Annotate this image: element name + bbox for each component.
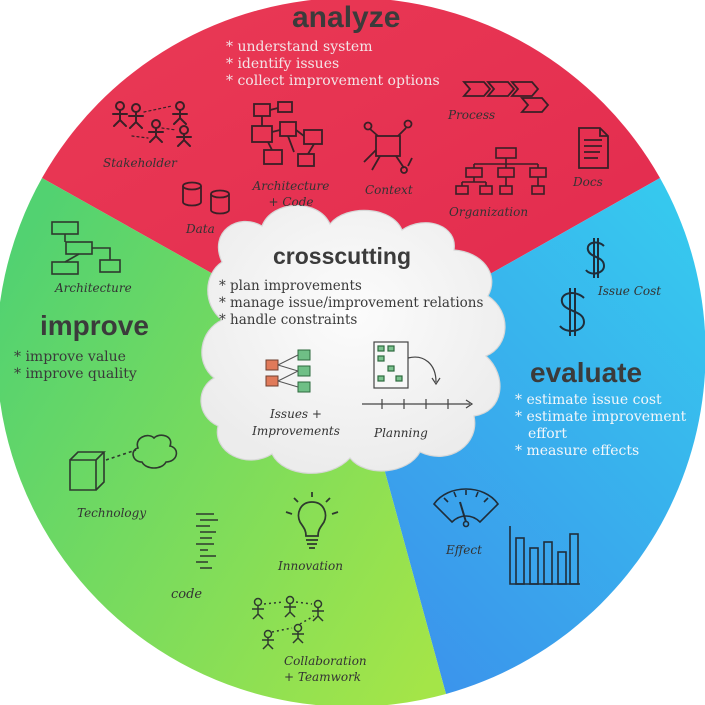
crosscutting-bullet-3: * handle constraints bbox=[219, 312, 358, 328]
architecture-label: Architecture bbox=[55, 281, 132, 295]
improve-title: improve bbox=[40, 310, 149, 341]
analyze-bullets: * understand system * identify issues * … bbox=[226, 39, 440, 90]
process-icon bbox=[462, 78, 562, 118]
process-label: Process bbox=[448, 108, 496, 122]
crosscutting-bullet-1: * plan improvements bbox=[219, 278, 362, 294]
technology-icon bbox=[66, 432, 186, 502]
gauge-icon bbox=[430, 482, 502, 538]
docs-label: Docs bbox=[573, 175, 603, 189]
analyze-title: analyze bbox=[292, 1, 401, 34]
crosscutting-bullets: * plan improvements * manage issue/impro… bbox=[219, 278, 483, 329]
collaboration-icon bbox=[250, 592, 330, 654]
issues-improvements-label-line-1: Issues + bbox=[270, 407, 322, 421]
effect-label: Effect bbox=[446, 543, 482, 557]
crosscutting-title: crosscutting bbox=[273, 243, 412, 269]
evaluate-bullet-2: * estimate improvement bbox=[515, 409, 687, 425]
crosscutting-bullet-2: * manage issue/improvement relations bbox=[219, 295, 484, 311]
collaboration-label: Collaboration + Teamwork bbox=[284, 653, 367, 685]
dollar-icon-large bbox=[558, 286, 588, 338]
data-label: Data bbox=[186, 222, 215, 236]
analyze-segment bbox=[42, 0, 660, 352]
issues-improvements-label-line-2: Improvements bbox=[252, 424, 340, 438]
stakeholder-icon bbox=[112, 100, 202, 150]
organization-icon bbox=[455, 147, 556, 204]
collaboration-label-line-1: Collaboration bbox=[284, 654, 367, 668]
stakeholder-label: Stakeholder bbox=[103, 156, 177, 170]
code-icon bbox=[194, 512, 224, 576]
dollar-icon-small bbox=[584, 236, 608, 280]
code-label: code bbox=[171, 587, 203, 602]
evaluate-bullet-3: effort bbox=[528, 426, 567, 442]
evaluate-bullets: * estimate issue cost * estimate improve… bbox=[515, 392, 686, 460]
analyze-bullet-1: * understand system bbox=[226, 39, 373, 55]
evaluate-bullet-4: * measure effects bbox=[515, 443, 640, 459]
architecture-code-label-line-2: + Code bbox=[268, 195, 314, 209]
docs-icon bbox=[576, 126, 612, 172]
improve-bullet-2: * improve quality bbox=[14, 366, 137, 382]
planning-icon bbox=[360, 340, 476, 416]
analyze-bullet-3: * collect improvement options bbox=[226, 73, 440, 89]
issue-cost-label: Issue Cost bbox=[598, 284, 662, 298]
innovation-label: Innovation bbox=[278, 559, 343, 573]
context-icon bbox=[360, 118, 416, 176]
planning-label: Planning bbox=[374, 426, 428, 440]
technology-label: Technology bbox=[77, 506, 147, 520]
evaluate-title: evaluate bbox=[530, 357, 643, 388]
context-label: Context bbox=[365, 183, 413, 197]
issues-improvements-icon bbox=[264, 348, 320, 396]
architecture-code-label-line-1: Architecture bbox=[252, 179, 330, 193]
issues-improvements-label: Issues + Improvements bbox=[243, 406, 349, 440]
architecture-code-icon bbox=[248, 100, 328, 170]
architecture-code-label: Architecture + Code bbox=[243, 178, 339, 210]
data-icon bbox=[180, 180, 240, 220]
bar-chart-icon bbox=[508, 524, 584, 588]
analyze-bullet-2: * identify issues bbox=[226, 56, 340, 72]
improve-bullet-1: * improve value bbox=[14, 349, 126, 365]
evaluate-bullet-1: * estimate issue cost bbox=[515, 392, 662, 408]
lightbulb-icon bbox=[284, 490, 340, 554]
crosscutting-cloud bbox=[200, 204, 506, 474]
architecture-icon bbox=[50, 220, 130, 276]
organization-label: Organization bbox=[449, 205, 529, 219]
collaboration-label-line-2: + Teamwork bbox=[284, 670, 362, 684]
improve-bullets: * improve value * improve quality bbox=[14, 349, 137, 383]
